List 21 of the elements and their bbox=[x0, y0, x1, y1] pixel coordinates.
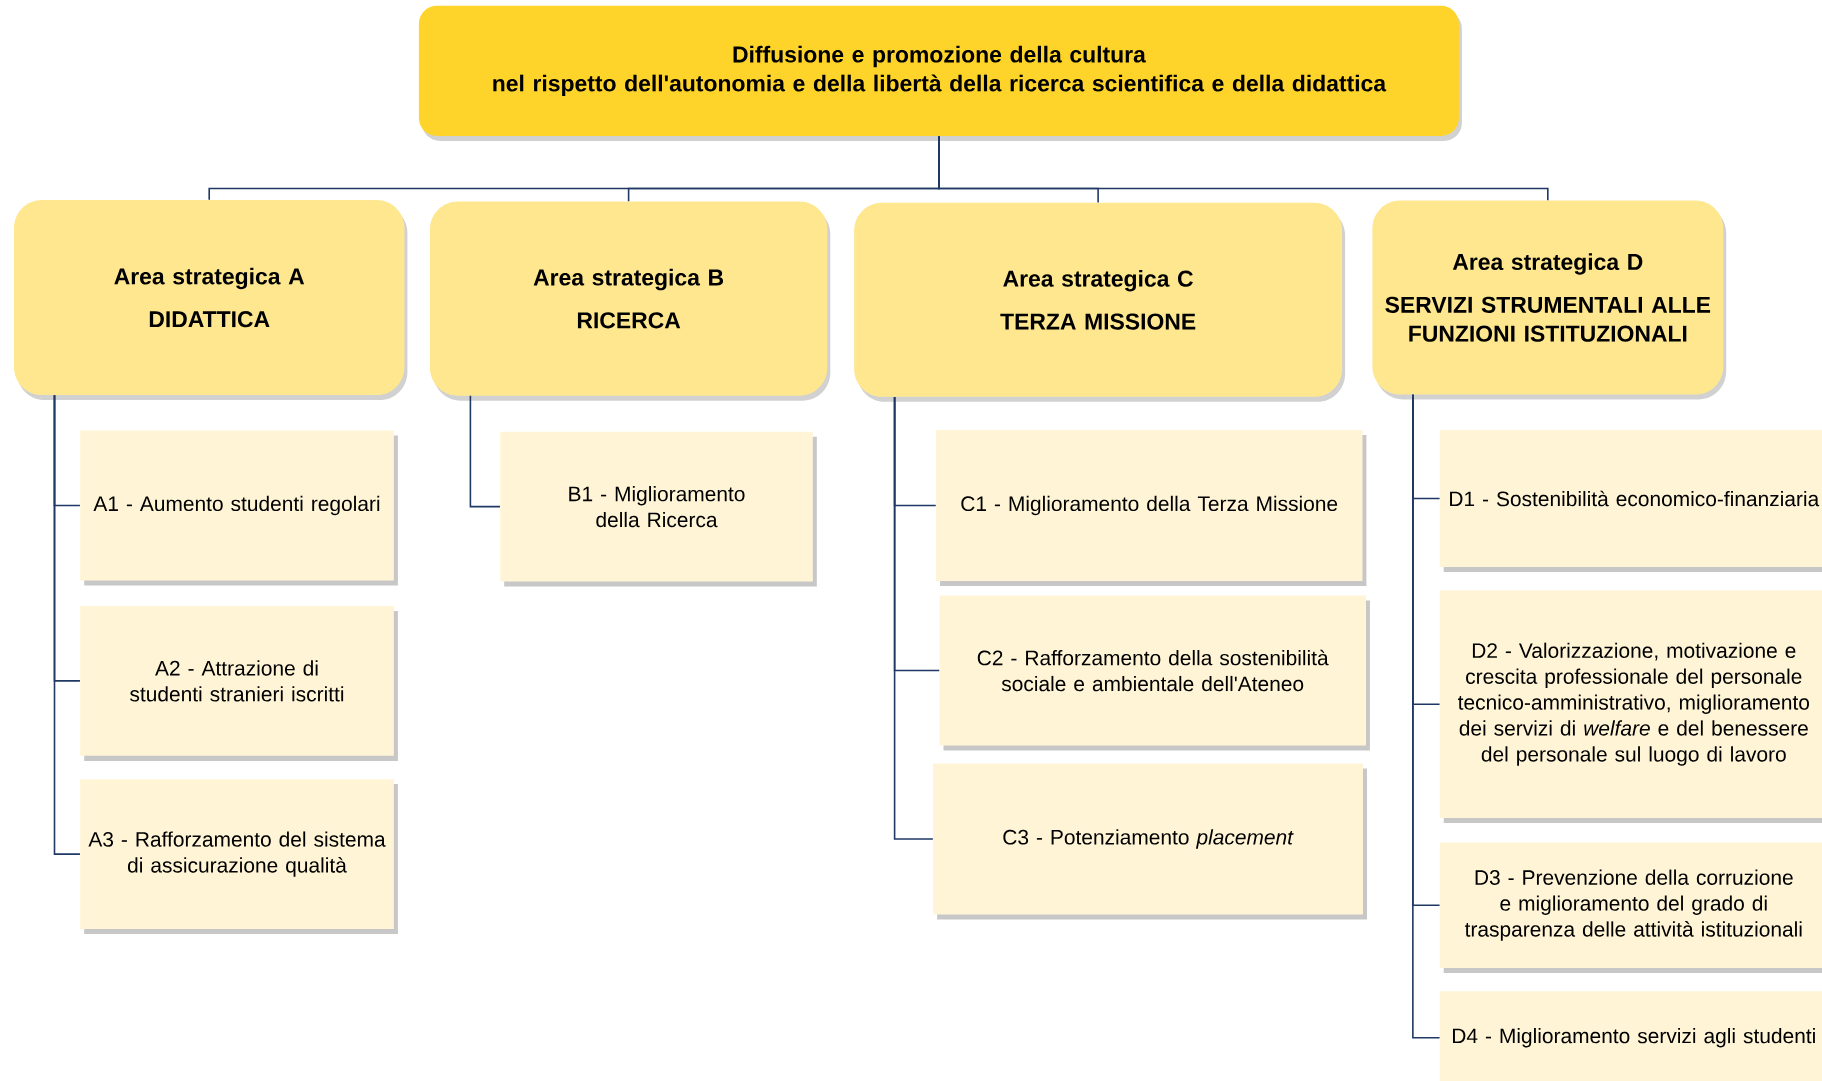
objective-box: C3 - Potenziamento placement bbox=[933, 763, 1367, 920]
connector-line bbox=[938, 135, 1549, 202]
title-box: Diffusione e promozione della cultura nel rispetto dell'autonomia e della libertà della ricerca scientifica e della didattica bbox=[418, 5, 1462, 141]
objective-box: C2 - Rafforzamento della sostenibilità sociale e ambientale dell'Ateneo bbox=[939, 595, 1370, 751]
area-box: Area strategica B RICERCA bbox=[429, 201, 831, 401]
connector-line bbox=[469, 395, 501, 508]
objective-box: A1 - Aumento studenti regolari bbox=[80, 430, 398, 586]
objective-box: D1 - Sostenibilità economico-finanziaria bbox=[1439, 429, 1822, 573]
objective-box: D4 - Miglioramento servizi agli studenti bbox=[1439, 991, 1822, 1081]
objective-box: D2 - Valorizzazione, motivazione e crescita professionale del personale tecnico-amministrativo, miglioramento dei servizi di welfare e del benessere del personale sul luogo di lavoro bbox=[1439, 590, 1822, 823]
objective-box: A2 - Attrazione di studenti stranieri iscritti bbox=[80, 605, 398, 761]
objective-box: A3 - Rafforzamento del sistema di assicurazione qualità bbox=[80, 779, 398, 934]
area-box: Area strategica D SERVIZI STRUMENTALI ALLE FUNZIONI ISTITUZIONALI bbox=[1372, 200, 1727, 400]
connector-line bbox=[53, 394, 81, 855]
objective-box: B1 - Miglioramento della Ricerca bbox=[500, 431, 817, 587]
objective-box: D3 - Prevenzione della corruzione e miglioramento del grado di trasparenza delle attività istituzionali bbox=[1439, 842, 1822, 973]
area-box: Area strategica C TERZA MISSIONE bbox=[854, 202, 1346, 402]
area-box: Area strategica A DIDATTICA bbox=[14, 199, 408, 401]
connector-line bbox=[893, 396, 934, 840]
objective-box: C1 - Miglioramento della Terza Missione bbox=[935, 429, 1367, 586]
connector-line bbox=[1412, 393, 1441, 1039]
